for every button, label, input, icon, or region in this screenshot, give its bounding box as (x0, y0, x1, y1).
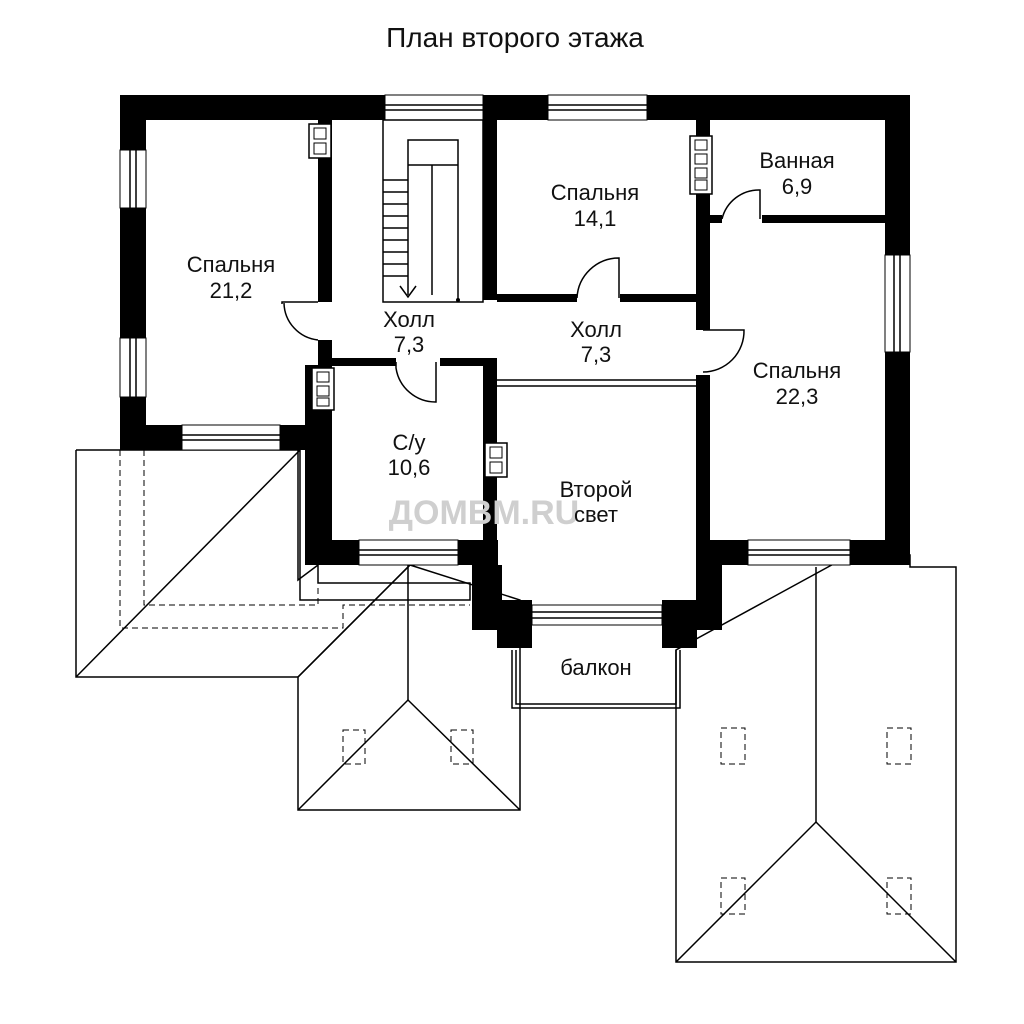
room-bedroom-east-area: 22,3 (776, 384, 819, 409)
room-hall-center-name: Холл (570, 317, 622, 342)
room-bedroom-west-area: 21,2 (210, 278, 253, 303)
staircase (382, 119, 484, 303)
room-bathroom-name: Ванная (759, 148, 834, 173)
plan-title: План второго этажа (386, 22, 644, 53)
doors (281, 189, 761, 403)
room-bedroom-west-name: Спальня (187, 252, 275, 277)
vent-ducts (308, 123, 713, 478)
room-bedroom-east-name: Спальня (753, 358, 841, 383)
room-hall-west-area: 7,3 (394, 332, 425, 357)
room-bathroom-area: 6,9 (782, 174, 813, 199)
room-bedroom-north-name: Спальня (551, 180, 639, 205)
room-second-light-name: Второй (560, 477, 633, 502)
room-labels: Спальня 21,2 Холл 7,3 Спальня 14,1 Ванна… (187, 148, 841, 527)
windows (119, 94, 911, 626)
room-bedroom-north-area: 14,1 (574, 206, 617, 231)
watermark: ДОМВМ.RU (389, 494, 579, 532)
roof-south-small (297, 564, 521, 811)
room-second-light-name2: свет (574, 502, 618, 527)
balcony: балкон (511, 650, 681, 709)
room-wc-area: 10,6 (388, 455, 431, 480)
second-light-railing (497, 379, 696, 387)
room-hall-west-name: Холл (383, 307, 435, 332)
room-wc-name: С/у (393, 430, 426, 455)
room-hall-center-area: 7,3 (581, 342, 612, 367)
balcony-label: балкон (560, 655, 631, 680)
